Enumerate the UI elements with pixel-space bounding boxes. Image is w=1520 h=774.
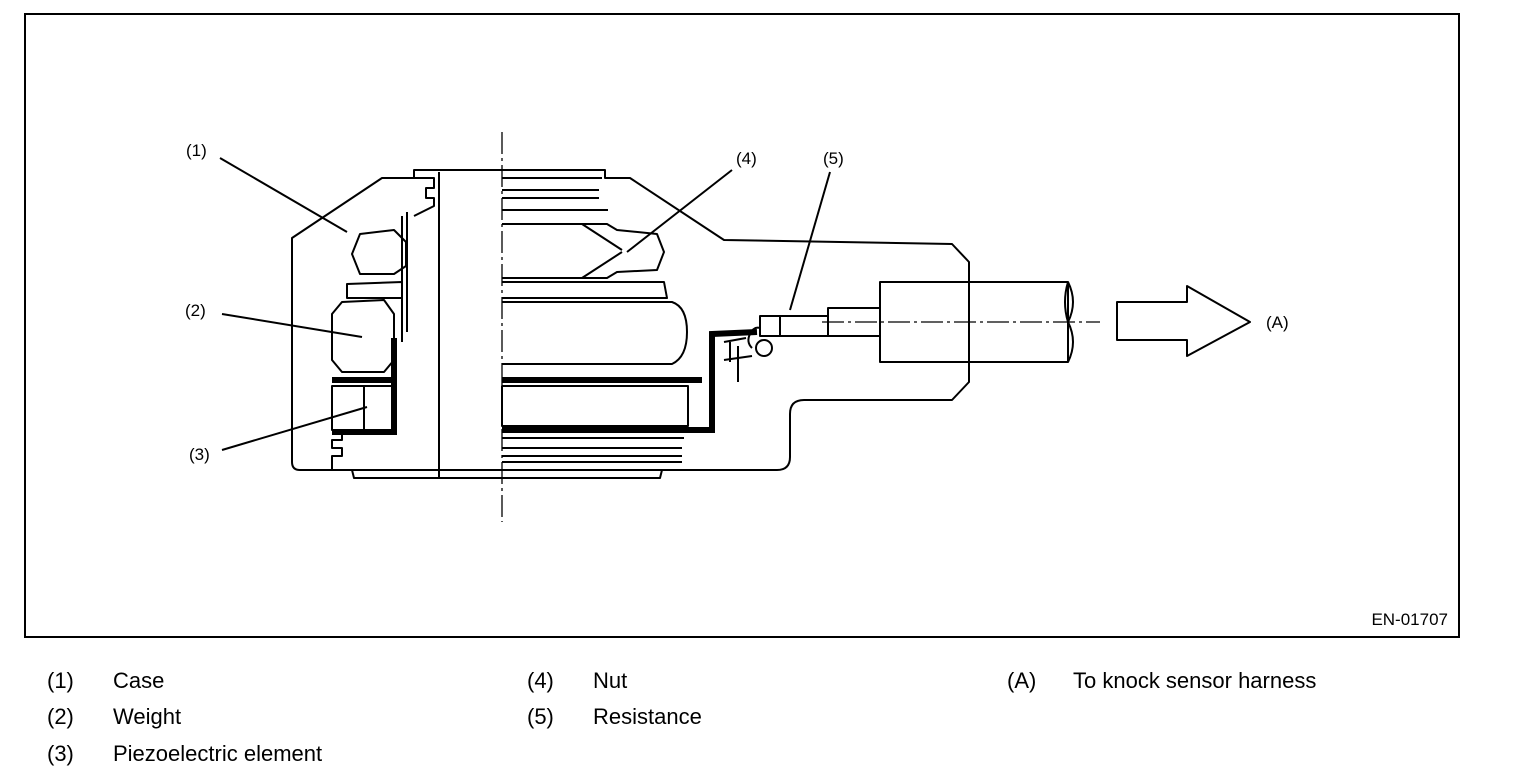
- legend-label: Resistance: [593, 704, 702, 729]
- resistor: [779, 315, 829, 337]
- callout-case: (1): [186, 141, 207, 160]
- sensor-case-outline: [291, 169, 970, 471]
- harness-arrow: [1116, 285, 1251, 357]
- legend-label: Nut: [593, 668, 628, 693]
- callout-resistance: (5): [823, 149, 844, 168]
- legend-num: (A): [1007, 668, 1037, 693]
- callout-harness: (A): [1266, 313, 1289, 332]
- knock-sensor-cross-section: (1) (2) (3) (4) (5) (A): [185, 132, 1289, 522]
- weight-left: [331, 299, 395, 373]
- callout-piezo: (3): [189, 445, 210, 464]
- legend: (1) Case (2) Weight (3) Piezoelectric el…: [0, 668, 1520, 774]
- legend-label: Case: [113, 668, 165, 693]
- legend-label: Piezoelectric element: [113, 741, 323, 766]
- legend-num: (2): [47, 704, 74, 729]
- diagram-frame: (1) (2) (3) (4) (5) (A) EN-01707: [24, 13, 1460, 638]
- legend-label: To knock sensor harness: [1073, 668, 1317, 693]
- legend-num: (1): [47, 668, 74, 693]
- figure-id: EN-01707: [1371, 610, 1448, 629]
- callout-nut: (4): [736, 149, 757, 168]
- legend-num: (4): [527, 668, 554, 693]
- callout-weight: (2): [185, 301, 206, 320]
- legend-num: (5): [527, 704, 554, 729]
- legend-label: Weight: [113, 704, 182, 729]
- legend-num: (3): [47, 741, 74, 766]
